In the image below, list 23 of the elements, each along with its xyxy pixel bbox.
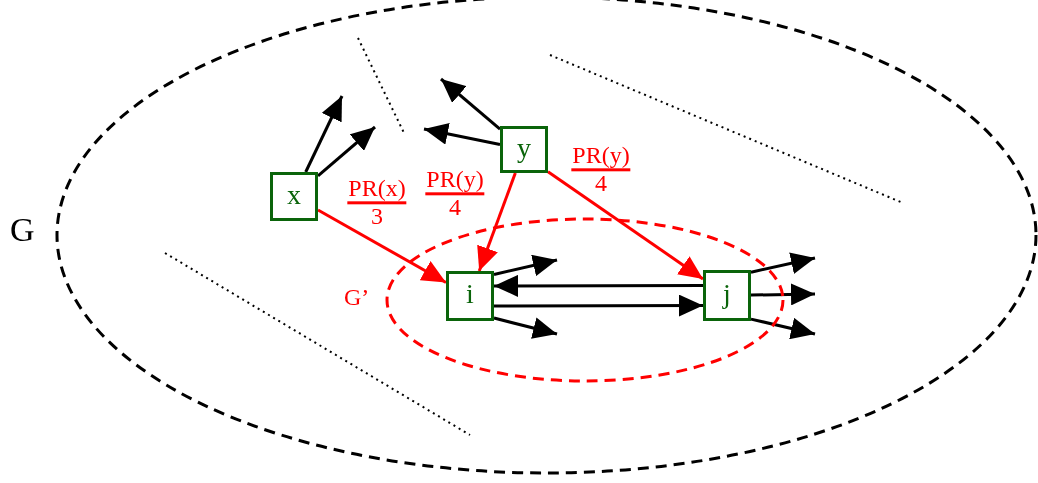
arrow bbox=[317, 208, 447, 284]
arrow bbox=[494, 274, 703, 297]
arrow bbox=[750, 252, 816, 274]
graph-label: G’ bbox=[344, 285, 370, 309]
graph-label: G bbox=[10, 213, 35, 247]
arrow bbox=[750, 317, 816, 340]
edge-label: PR(x) 3 bbox=[347, 176, 407, 230]
arrow bbox=[440, 77, 501, 131]
node-box: y bbox=[500, 126, 548, 173]
node-box: j bbox=[703, 270, 751, 321]
arrow bbox=[317, 125, 376, 178]
arrow bbox=[423, 123, 501, 147]
edge-label: PR(y) 4 bbox=[571, 143, 631, 197]
edge-label: PR(y) 4 bbox=[425, 167, 485, 221]
arrow bbox=[477, 172, 517, 272]
arrow bbox=[547, 170, 704, 281]
arrow bbox=[493, 254, 558, 277]
arrow bbox=[493, 316, 558, 339]
arrow bbox=[304, 95, 344, 173]
node-box: x bbox=[270, 172, 318, 221]
arrow bbox=[750, 283, 816, 306]
arrow bbox=[494, 294, 703, 317]
node-box: i bbox=[446, 271, 494, 321]
